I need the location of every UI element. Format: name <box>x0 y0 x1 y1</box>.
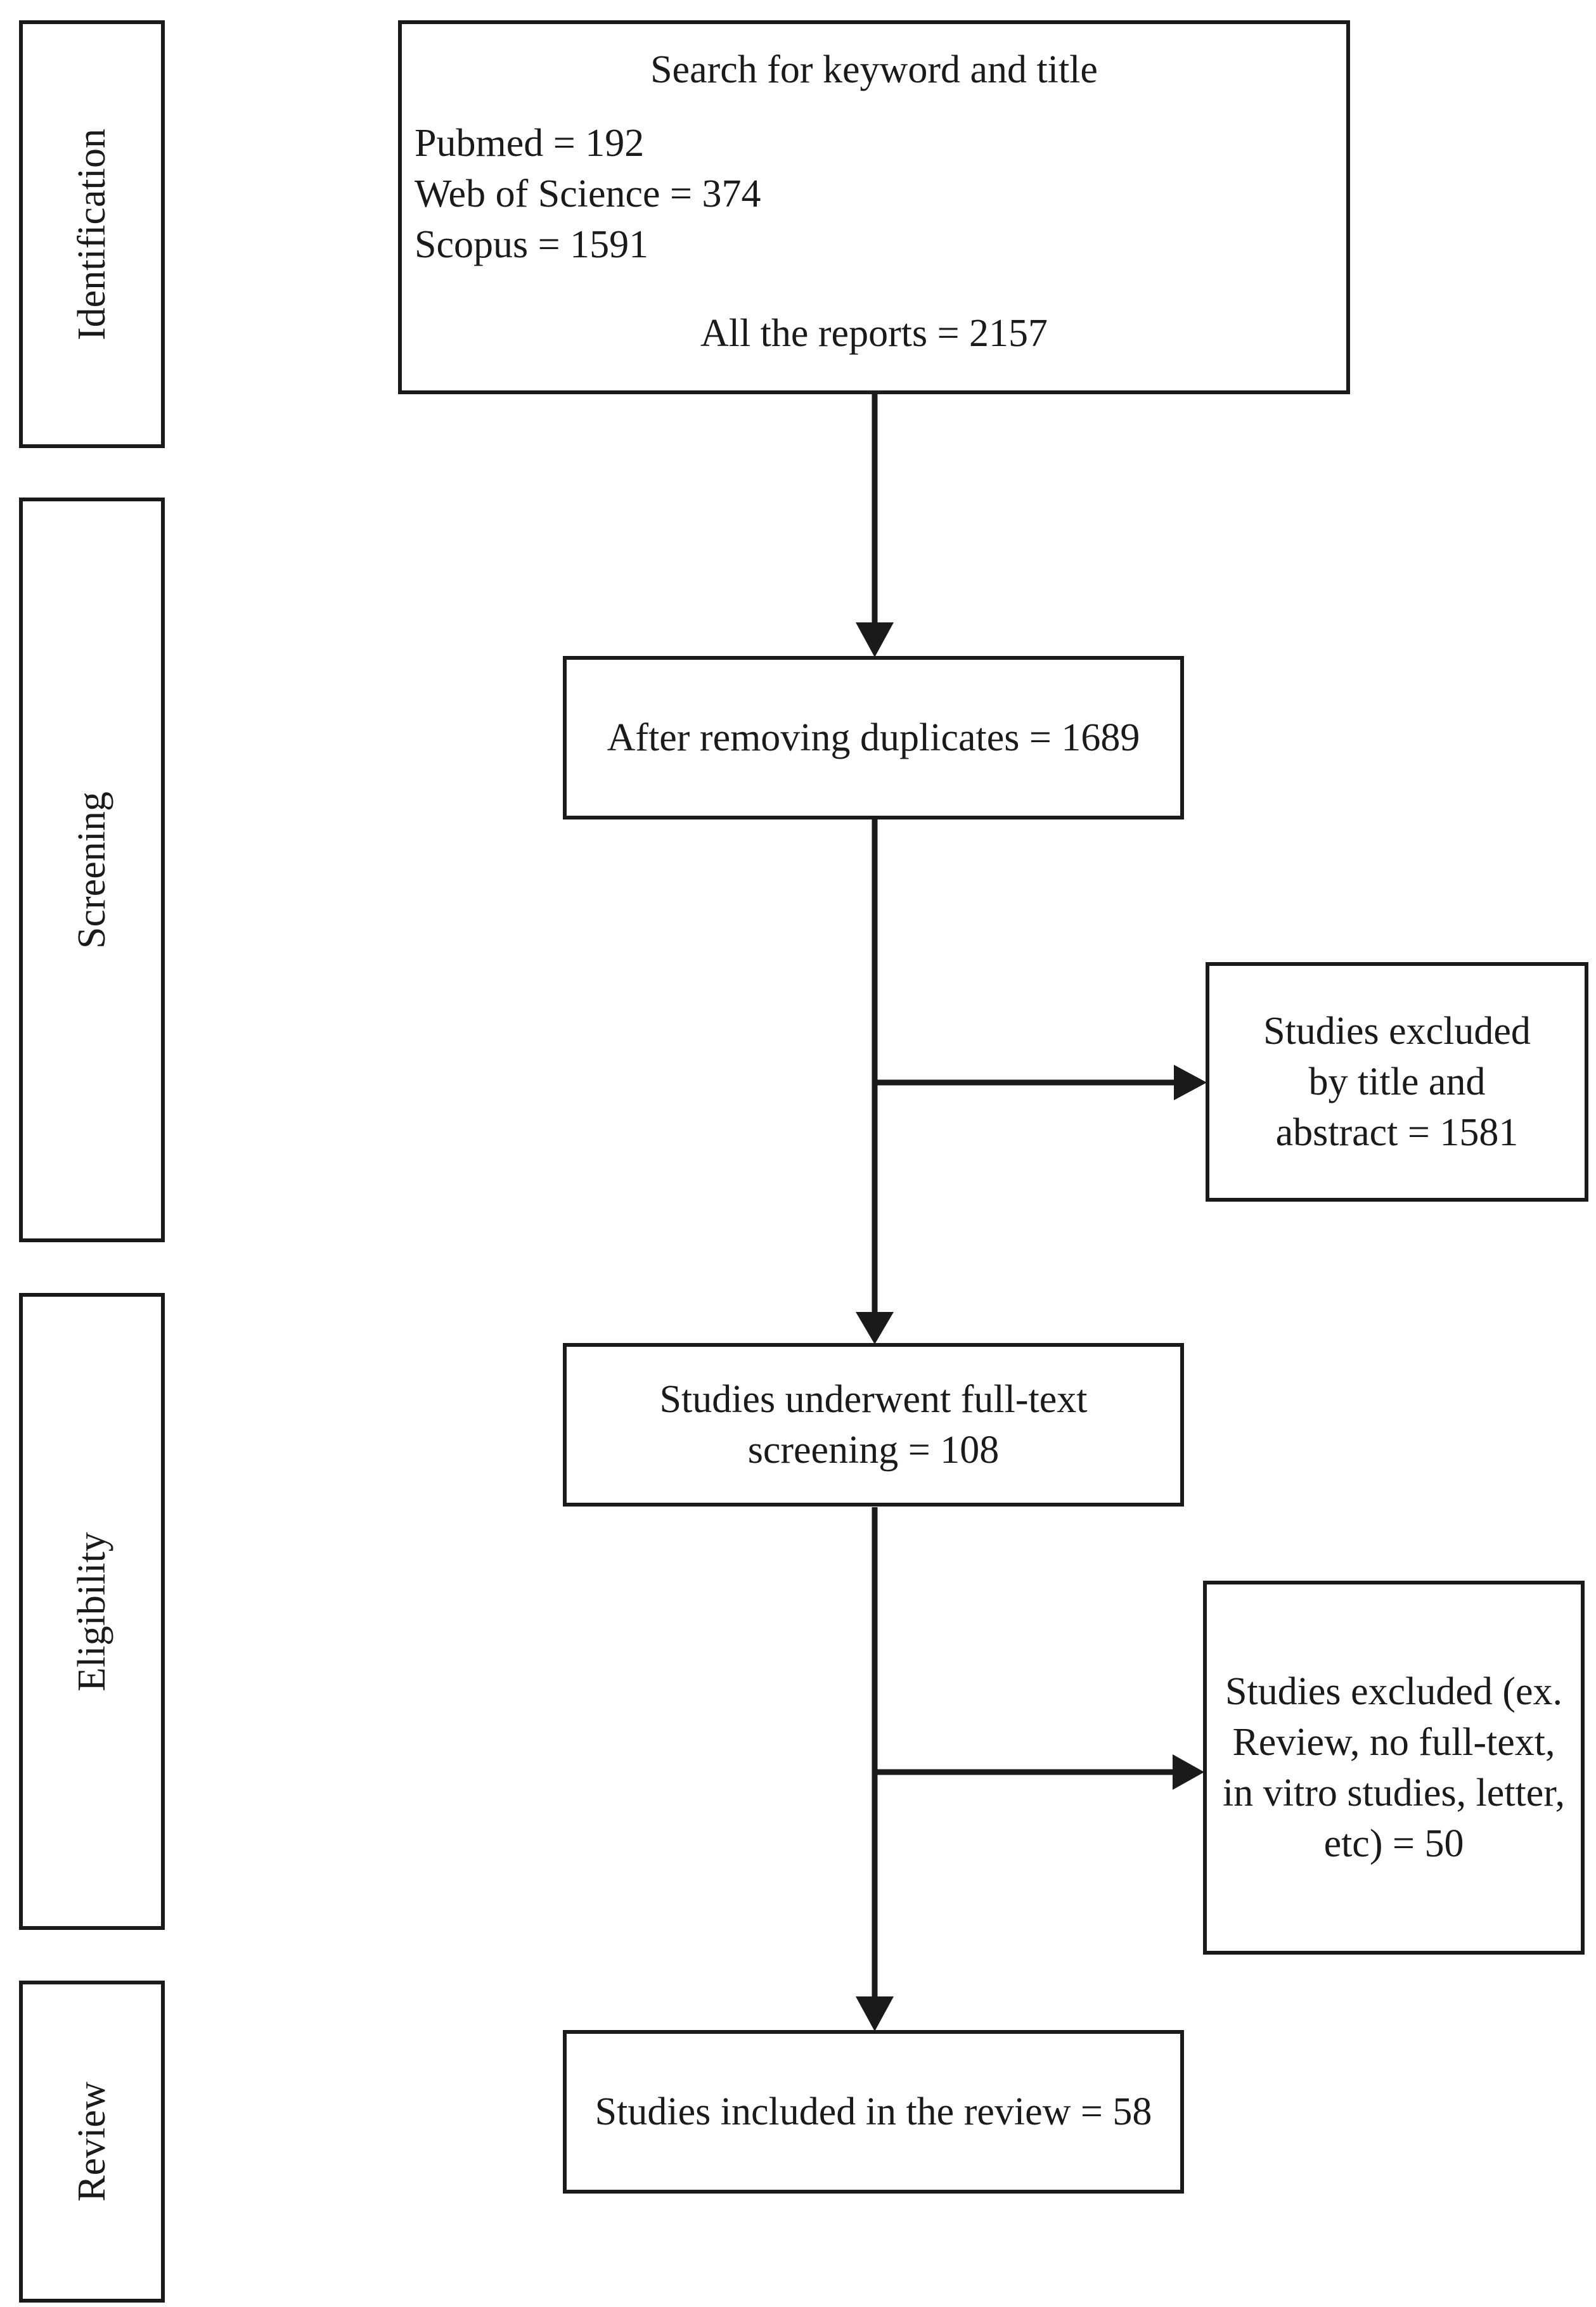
screening-excluded-box: Studies excluded by title and abstract =… <box>1206 962 1588 1202</box>
eligibility-line: Studies underwent full-text <box>659 1378 1088 1421</box>
stage-label: Identification <box>70 128 113 340</box>
screening-text: After removing duplicates = 1689 <box>607 716 1140 759</box>
identification-title: Search for keyword and title <box>650 48 1098 91</box>
screening-box: After removing duplicates = 1689 <box>563 656 1184 819</box>
arrowhead-down-icon <box>856 1312 894 1344</box>
eligibility-line: screening = 108 <box>747 1429 1000 1472</box>
eligibility-excluded-box: Studies excluded (ex. Review, no full-te… <box>1203 1581 1585 1955</box>
stage-review: Review <box>19 1981 165 2303</box>
arrowhead-down-icon <box>856 1996 894 2031</box>
excluded-line: abstract = 1581 <box>1275 1111 1519 1154</box>
excluded-line: etc) = 50 <box>1323 1822 1464 1865</box>
excluded-line: Review, no full-text, <box>1232 1721 1555 1764</box>
stage-label: Review <box>70 2081 113 2202</box>
identification-box: Search for keyword and title Pubmed = 19… <box>398 20 1350 394</box>
stage-label: Screening <box>70 791 113 949</box>
excluded-line: by title and <box>1308 1060 1486 1103</box>
stage-identification: Identification <box>19 20 165 448</box>
arrowhead-down-icon <box>856 622 894 657</box>
source-web-of-science: Web of Science = 374 <box>415 172 761 215</box>
eligibility-box: Studies underwent full-text screening = … <box>563 1343 1184 1507</box>
identification-total: All the reports = 2157 <box>700 312 1048 355</box>
stage-screening: Screening <box>19 498 165 1242</box>
arrowhead-right-icon <box>1174 1065 1207 1100</box>
excluded-line: in vitro studies, letter, <box>1223 1771 1565 1815</box>
stage-label: Eligibility <box>70 1531 113 1692</box>
stage-eligibility: Eligibility <box>19 1293 165 1930</box>
excluded-line: Studies excluded <box>1263 1010 1531 1053</box>
excluded-line: Studies excluded (ex. <box>1225 1670 1563 1713</box>
source-pubmed: Pubmed = 192 <box>415 122 645 165</box>
review-box: Studies included in the review = 58 <box>563 2030 1184 2194</box>
source-scopus: Scopus = 1591 <box>415 223 649 266</box>
review-text: Studies included in the review = 58 <box>595 2090 1152 2133</box>
arrowhead-right-icon <box>1173 1754 1204 1790</box>
